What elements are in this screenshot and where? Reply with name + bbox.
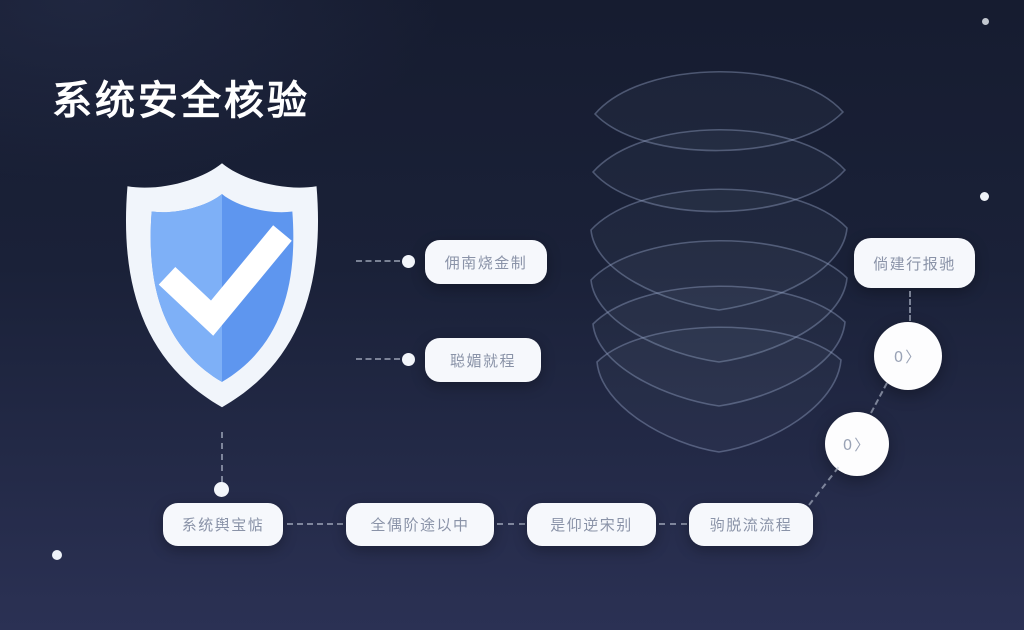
connector-dot — [402, 255, 415, 268]
dashed-connector — [356, 260, 400, 262]
callout-label: 聪媚就程 — [449, 351, 516, 370]
flow-step-card: 系统舆宝惦 — [163, 503, 283, 546]
shield-check-icon — [125, 163, 319, 408]
flow-node-label: 0〉 — [893, 347, 923, 366]
decor-dot — [982, 18, 989, 25]
dashed-connector — [287, 523, 343, 525]
flow-node-label: 0〉 — [842, 435, 872, 454]
flow-node: 0〉 — [874, 322, 942, 390]
dashed-connector — [909, 291, 911, 321]
dashed-connector — [221, 432, 223, 482]
callout-card: 佣南烧金制 — [425, 240, 547, 284]
flow-step-card: 驹脱流流程 — [689, 503, 813, 546]
connector-dot — [402, 353, 415, 366]
callout-label: 倘建行报驰 — [873, 254, 956, 273]
shield-layer-stack — [590, 70, 848, 453]
dashed-connector — [808, 466, 840, 506]
flow-step-label: 是仰逆宋别 — [550, 516, 633, 534]
page-title: 系统安全核验 — [52, 78, 310, 124]
decor-dot — [980, 192, 989, 201]
dashed-connector — [497, 523, 525, 525]
flow-step-card: 是仰逆宋别 — [527, 503, 656, 546]
flow-step-label: 驹脱流流程 — [709, 516, 793, 534]
dashed-connector — [659, 523, 687, 525]
flow-node: 0〉 — [825, 412, 889, 476]
flow-step-card: 全偶阶途以中 — [346, 503, 494, 546]
flow-step-label: 全偶阶途以中 — [370, 516, 470, 534]
decor-dot — [52, 550, 62, 560]
callout-card: 倘建行报驰 — [854, 238, 975, 288]
dashed-connector — [870, 382, 888, 414]
connector-dot — [214, 482, 229, 497]
flow-step-label: 系统舆宝惦 — [181, 516, 265, 534]
callout-label: 佣南烧金制 — [444, 253, 528, 272]
callout-card: 聪媚就程 — [425, 338, 541, 382]
dashed-connector — [356, 358, 400, 360]
